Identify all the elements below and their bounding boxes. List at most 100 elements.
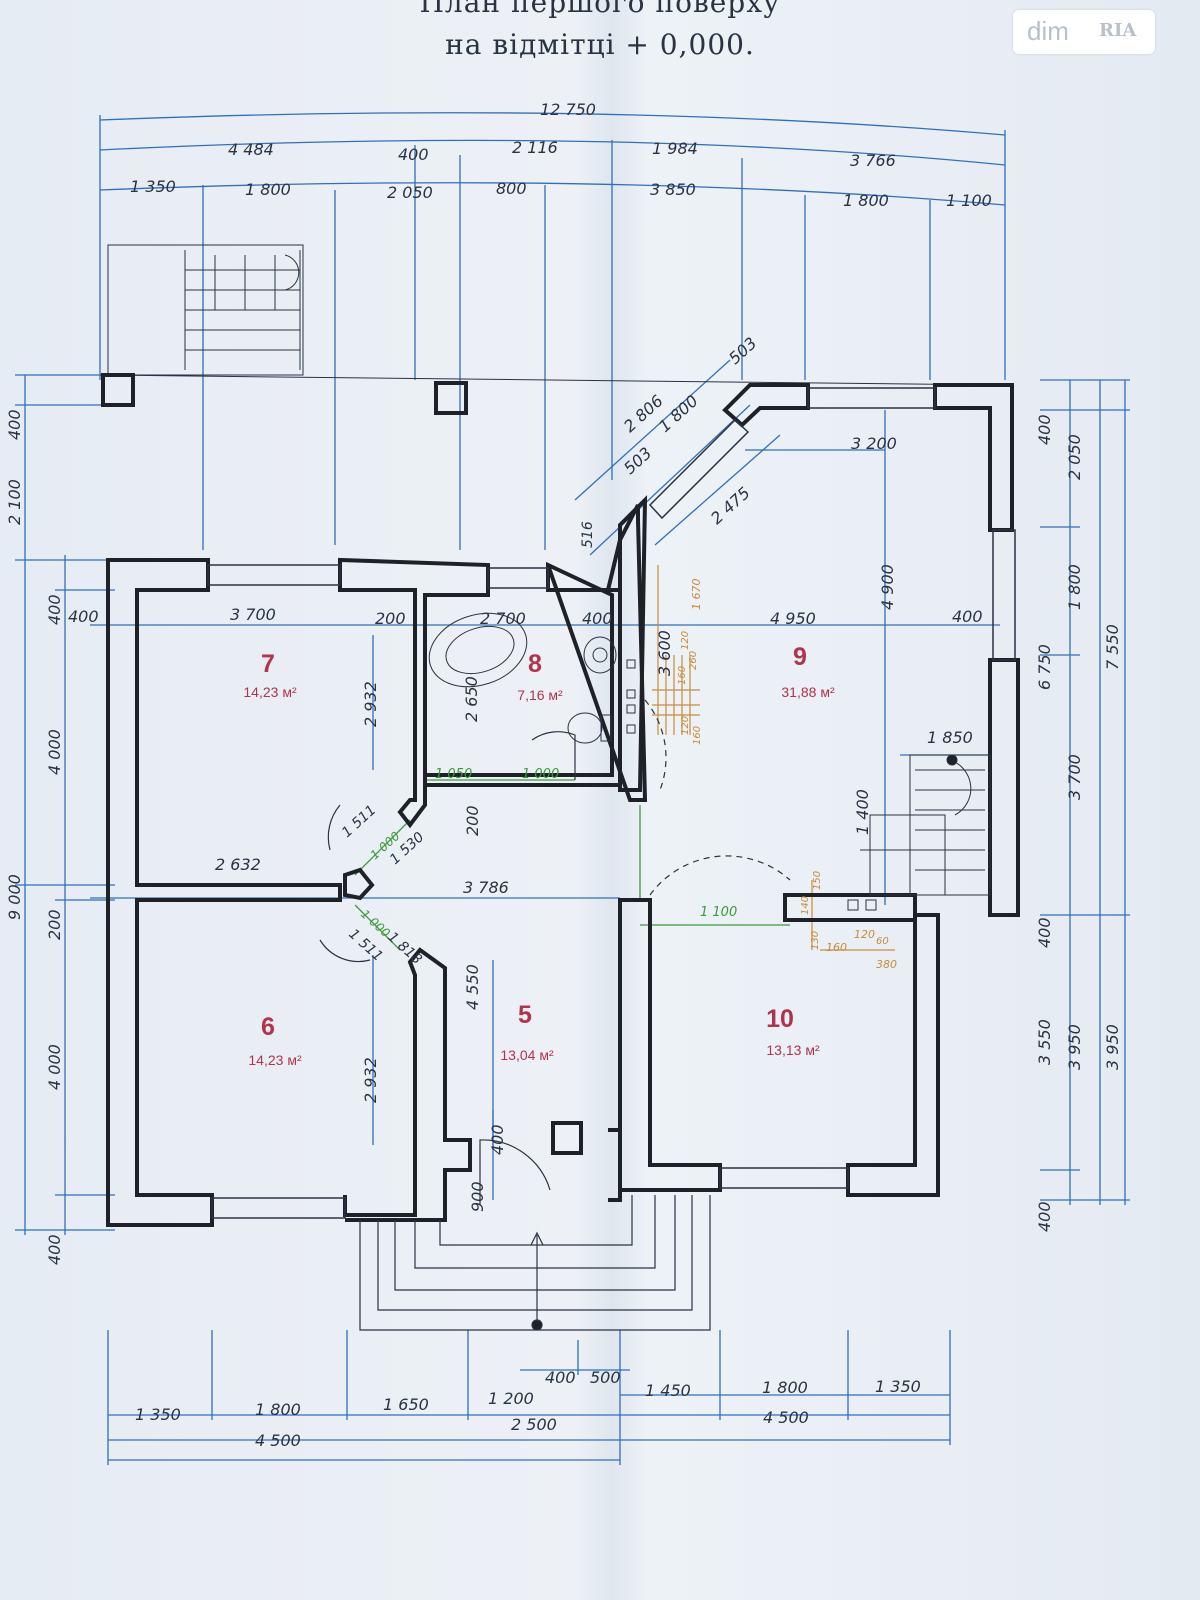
dim-line-top-row3 bbox=[99, 182, 1006, 206]
dimension-label: 400 bbox=[1035, 1201, 1054, 1232]
dimension-label: 2 050 bbox=[387, 183, 433, 202]
dimension-label: 2 116 bbox=[512, 138, 558, 157]
rotated-dimension-texts: 400 2 100 9 000 400 4 000 200 4 000 400 … bbox=[5, 333, 1122, 1265]
dimension-label: 1 800 bbox=[843, 191, 889, 210]
watermark-brand: dim bbox=[1027, 16, 1069, 46]
room-10-number: 10 bbox=[766, 1005, 794, 1033]
dimension-label: 400 bbox=[68, 607, 99, 626]
room-5-area: 13,04 м² bbox=[500, 1047, 554, 1063]
dimension-label: 160 bbox=[826, 941, 847, 954]
dimension-label: 2 806 bbox=[620, 391, 667, 436]
dimension-label: 4 900 bbox=[878, 564, 897, 610]
dimension-label: 3 766 bbox=[850, 151, 896, 170]
door-room9 bbox=[644, 699, 667, 791]
window-room7 bbox=[207, 564, 341, 586]
walls bbox=[106, 383, 1020, 1227]
dimension-label: 3 850 bbox=[650, 180, 696, 199]
room-9-number: 9 bbox=[793, 643, 807, 671]
dimension-label: 1 800 bbox=[245, 180, 291, 199]
dimension-label: 3 550 bbox=[1035, 1019, 1054, 1065]
dimension-label: 1 350 bbox=[130, 177, 176, 196]
door-room10 bbox=[649, 855, 791, 896]
door-bath bbox=[531, 731, 576, 780]
wall-corner-ne bbox=[722, 383, 810, 428]
dimension-label: 1 650 bbox=[383, 1395, 429, 1414]
door-entrance bbox=[479, 1139, 551, 1205]
wall-room10-east bbox=[846, 913, 940, 1197]
dimension-label: 3 600 bbox=[655, 630, 674, 676]
wall-room10-west bbox=[618, 898, 722, 1192]
dimension-label: 4 950 bbox=[770, 609, 816, 628]
dimension-label: 9 000 bbox=[5, 874, 24, 920]
wall-bath bbox=[423, 561, 622, 787]
dimension-texts: 12 750 4 484 400 2 116 1 984 3 766 1 350… bbox=[68, 100, 992, 1450]
dimension-label: 1 511 bbox=[339, 802, 380, 841]
dim-line-top-row2 bbox=[99, 139, 1006, 166]
dimension-label: 7 550 bbox=[1103, 624, 1122, 670]
dimension-label: 400 bbox=[545, 1368, 576, 1387]
dimension-label: 140 bbox=[800, 896, 811, 915]
room-10-area: 13,13 м² bbox=[766, 1042, 820, 1058]
dimension-label: 400 bbox=[952, 607, 983, 626]
terrace-column-left bbox=[101, 373, 135, 407]
dimension-label: 380 bbox=[876, 958, 897, 971]
door-room6 bbox=[319, 939, 371, 963]
dimension-label: 1 800 bbox=[655, 391, 702, 436]
dimension-label: 260 bbox=[688, 651, 699, 670]
door-room7 bbox=[327, 804, 341, 851]
wall-entrance-jamb bbox=[608, 1128, 622, 1202]
room-5-number: 5 bbox=[518, 1001, 532, 1029]
dimension-label: 1 350 bbox=[135, 1405, 181, 1424]
interior-stairs bbox=[860, 754, 991, 896]
dimension-label: 200 bbox=[45, 909, 64, 940]
dimension-label: 400 bbox=[488, 1124, 507, 1155]
window-room10 bbox=[719, 1167, 849, 1189]
dimension-label: 400 bbox=[5, 409, 24, 440]
window-room9-north bbox=[807, 387, 936, 409]
dimension-label: 120 bbox=[680, 716, 691, 735]
dimension-label: 2 932 bbox=[361, 681, 380, 727]
dimension-label: 1 400 bbox=[853, 789, 872, 835]
dimension-label: 2 100 bbox=[5, 479, 24, 525]
wall-room7-east bbox=[338, 557, 490, 829]
dimension-label: 400 bbox=[398, 145, 429, 164]
dimension-label: 2 475 bbox=[707, 483, 754, 528]
dimension-label: 120 bbox=[680, 631, 691, 650]
dimension-label: 200 bbox=[375, 609, 406, 628]
sink bbox=[583, 636, 617, 674]
dimension-label: 2 632 bbox=[215, 855, 261, 874]
dimension-label: 400 bbox=[1035, 917, 1054, 948]
room-7-area: 14,23 м² bbox=[243, 684, 297, 700]
dimension-label: 503 bbox=[725, 333, 760, 368]
room-numbers: 7 8 9 6 5 10 bbox=[261, 643, 807, 1041]
dimension-label: 1 850 bbox=[927, 728, 973, 747]
dimension-label: 400 bbox=[1035, 414, 1054, 445]
plan-title: План першого поверху bbox=[419, 0, 781, 19]
entrance-stairs-top bbox=[99, 244, 1001, 386]
room-8-area: 7,16 м² bbox=[517, 687, 563, 703]
dimension-label: 4 484 bbox=[228, 140, 274, 159]
dimension-label: 4 000 bbox=[45, 729, 64, 775]
dimension-label: 2 050 bbox=[1065, 434, 1084, 480]
dimension-label: 4 550 bbox=[463, 964, 482, 1010]
dimension-label: 4 500 bbox=[763, 1408, 809, 1427]
watermark-brand-ria: RIA bbox=[1099, 20, 1137, 41]
dimension-label: 2 932 bbox=[361, 1057, 380, 1103]
dimension-label: 200 bbox=[463, 805, 482, 836]
dimension-label: 1 800 bbox=[1065, 564, 1084, 610]
dimension-label: 1 200 bbox=[488, 1389, 534, 1408]
window-bath bbox=[487, 567, 549, 589]
dimension-label: 3 200 bbox=[851, 434, 897, 453]
dimria-watermark[interactable]: dim RIA bbox=[1013, 10, 1155, 54]
dimension-label: 1 800 bbox=[255, 1400, 301, 1419]
terrace-column-middle bbox=[434, 381, 468, 415]
dimension-label: 1 800 bbox=[762, 1378, 808, 1397]
wall-door-pier bbox=[343, 867, 375, 901]
dimension-label: 60 bbox=[876, 936, 889, 947]
dimension-label: 2 500 bbox=[511, 1415, 557, 1434]
doors bbox=[319, 699, 791, 1205]
entrance-steps bbox=[359, 1195, 711, 1331]
wall-diag-pier bbox=[618, 495, 648, 792]
